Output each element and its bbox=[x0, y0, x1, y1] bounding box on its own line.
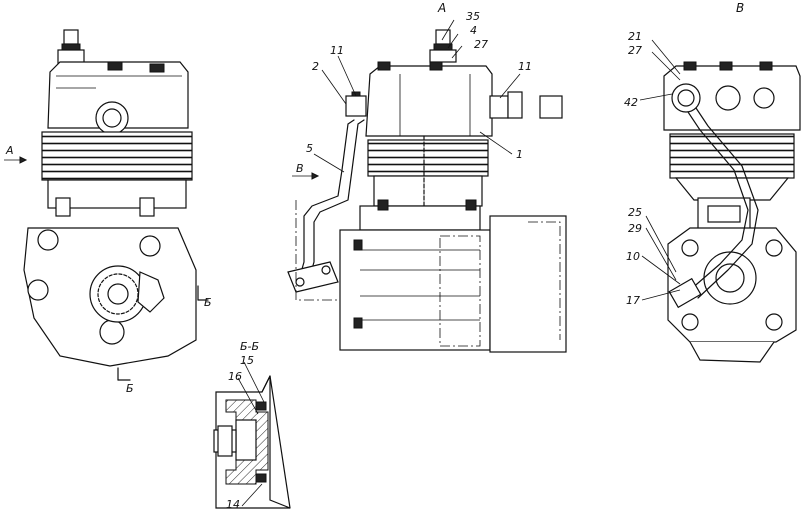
callout-27a: 27 bbox=[474, 38, 488, 51]
callout-1: 1 bbox=[516, 148, 523, 161]
middle-view-a bbox=[287, 29, 567, 353]
left-side-view bbox=[4, 29, 209, 381]
callout-11a: 11 bbox=[330, 44, 344, 57]
section-b-b bbox=[213, 375, 291, 509]
right-view-b bbox=[663, 61, 801, 363]
callout-15: 15 bbox=[240, 354, 254, 367]
callout-42: 42 bbox=[624, 96, 638, 109]
section-title: Б-Б bbox=[240, 340, 259, 353]
arrow-b-label: В bbox=[296, 162, 304, 175]
cut-mark-top: Б bbox=[204, 296, 212, 309]
callout-10: 10 bbox=[626, 250, 640, 263]
arrow-a-label: А bbox=[5, 144, 14, 157]
callout-11b: 11 bbox=[518, 60, 532, 73]
callout-21: 21 bbox=[628, 30, 642, 43]
callout-35: 35 bbox=[466, 10, 480, 23]
callout-27b: 27 bbox=[628, 44, 642, 57]
labels: А В Б-Б Б Б А В 35 4 27 11 2 11 5 1 21 2… bbox=[5, 1, 744, 511]
view-a-title: А bbox=[437, 1, 446, 15]
callout-17: 17 bbox=[626, 294, 640, 307]
callout-4: 4 bbox=[470, 24, 477, 37]
leader-lines bbox=[237, 19, 681, 507]
callout-5: 5 bbox=[306, 142, 313, 155]
callout-25: 25 bbox=[628, 206, 642, 219]
callout-16: 16 bbox=[228, 370, 242, 383]
callout-14: 14 bbox=[226, 498, 240, 511]
cut-mark-bottom: Б bbox=[126, 382, 134, 395]
callout-2: 2 bbox=[312, 60, 319, 73]
view-b-title: В bbox=[736, 1, 744, 15]
callout-29: 29 bbox=[628, 222, 642, 235]
